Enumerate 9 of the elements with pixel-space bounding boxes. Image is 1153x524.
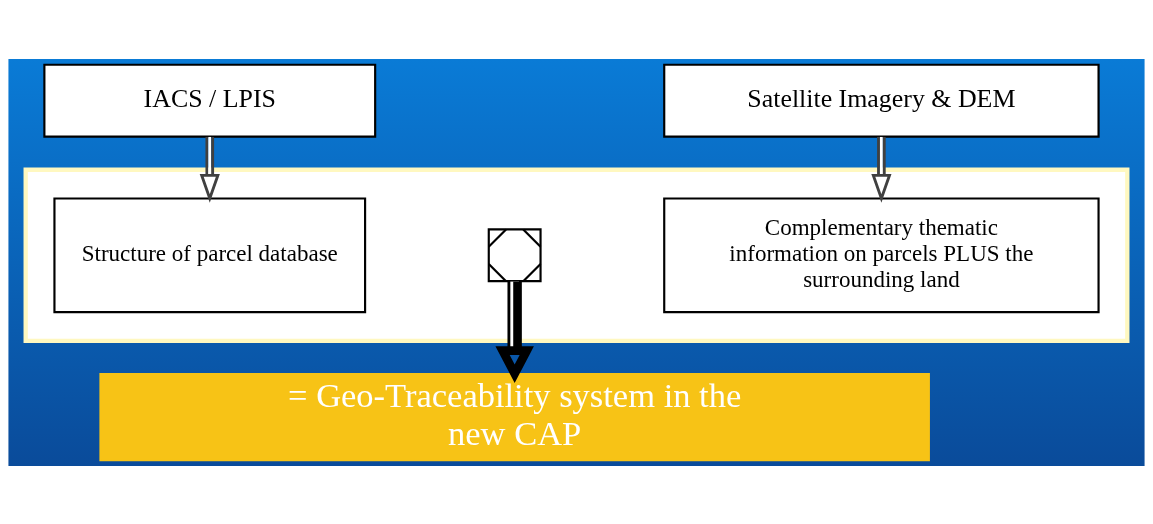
arrow [871,136,892,203]
arrow [199,136,220,203]
cluster [23,167,1130,343]
node-box: Satellite Imagery & DEM [663,63,1100,138]
node-box: Complementary thematic information on parcels PLUS the surrounding land [663,196,1100,313]
node-box: Structure of parcel database [53,196,367,313]
node-box: IACS / LPIS [43,63,377,138]
arrow [495,281,534,383]
node-box: = Geo-Traceability system in the new CAP [99,372,930,461]
